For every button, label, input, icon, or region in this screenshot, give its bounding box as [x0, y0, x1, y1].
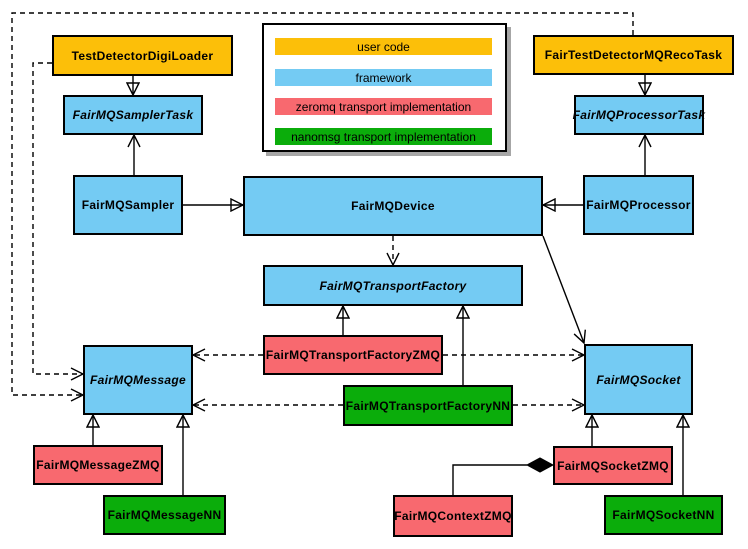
node-fairmqcontextzmq: FairMQContextZMQ — [393, 495, 513, 537]
legend-item-framework: framework — [275, 69, 492, 86]
composition-diamond-icon — [525, 457, 555, 473]
node-fairmqdevice: FairMQDevice — [243, 176, 543, 236]
node-fairmqmessagenn: FairMQMessageNN — [103, 495, 226, 535]
legend-label: user code — [357, 39, 410, 54]
node-fairmqsamplertask: FairMQSamplerTask — [63, 95, 203, 135]
node-fairmqsocket: FairMQSocket — [584, 344, 693, 415]
edge-device-socket-association — [542, 235, 584, 343]
node-fairmqsocketzmq: FairMQSocketZMQ — [553, 446, 673, 485]
legend-label: framework — [355, 70, 412, 85]
legend-label: zeromq transport implementation — [295, 99, 472, 114]
node-fairmqtransportfactoryzmq: FairMQTransportFactoryZMQ — [263, 335, 443, 375]
node-fairmqprocessortask: FairMQProcessorTask — [573, 95, 705, 135]
node-fairmqmessage: FairMQMessage — [83, 345, 193, 415]
legend-label: nanomsg transport implementation — [291, 129, 476, 144]
node-fairmqmessagezmq: FairMQMessageZMQ — [33, 445, 163, 485]
node-fairmqsocketnn: FairMQSocketNN — [604, 495, 723, 535]
node-fairmqsampler: FairMQSampler — [73, 175, 183, 235]
edge-socketzmq-contextzmq-composition — [452, 464, 527, 495]
legend-item-zeromq: zeromq transport implementation — [275, 98, 492, 115]
node-fairtestdetectormqrecotask: FairTestDetectorMQRecoTask — [533, 35, 734, 75]
legend-item-user-code: user code — [275, 38, 492, 55]
node-fairmqprocessor: FairMQProcessor — [583, 175, 694, 235]
node-testdetectordigiloader: TestDetectorDigiLoader — [52, 35, 233, 76]
node-fairmqtransportfactorynn: FairMQTransportFactoryNN — [343, 385, 513, 426]
legend-box: user code framework zeromq transport imp… — [262, 23, 507, 152]
node-fairmqtransportfactory: FairMQTransportFactory — [263, 265, 523, 306]
legend-item-nanomsg: nanomsg transport implementation — [275, 128, 492, 145]
